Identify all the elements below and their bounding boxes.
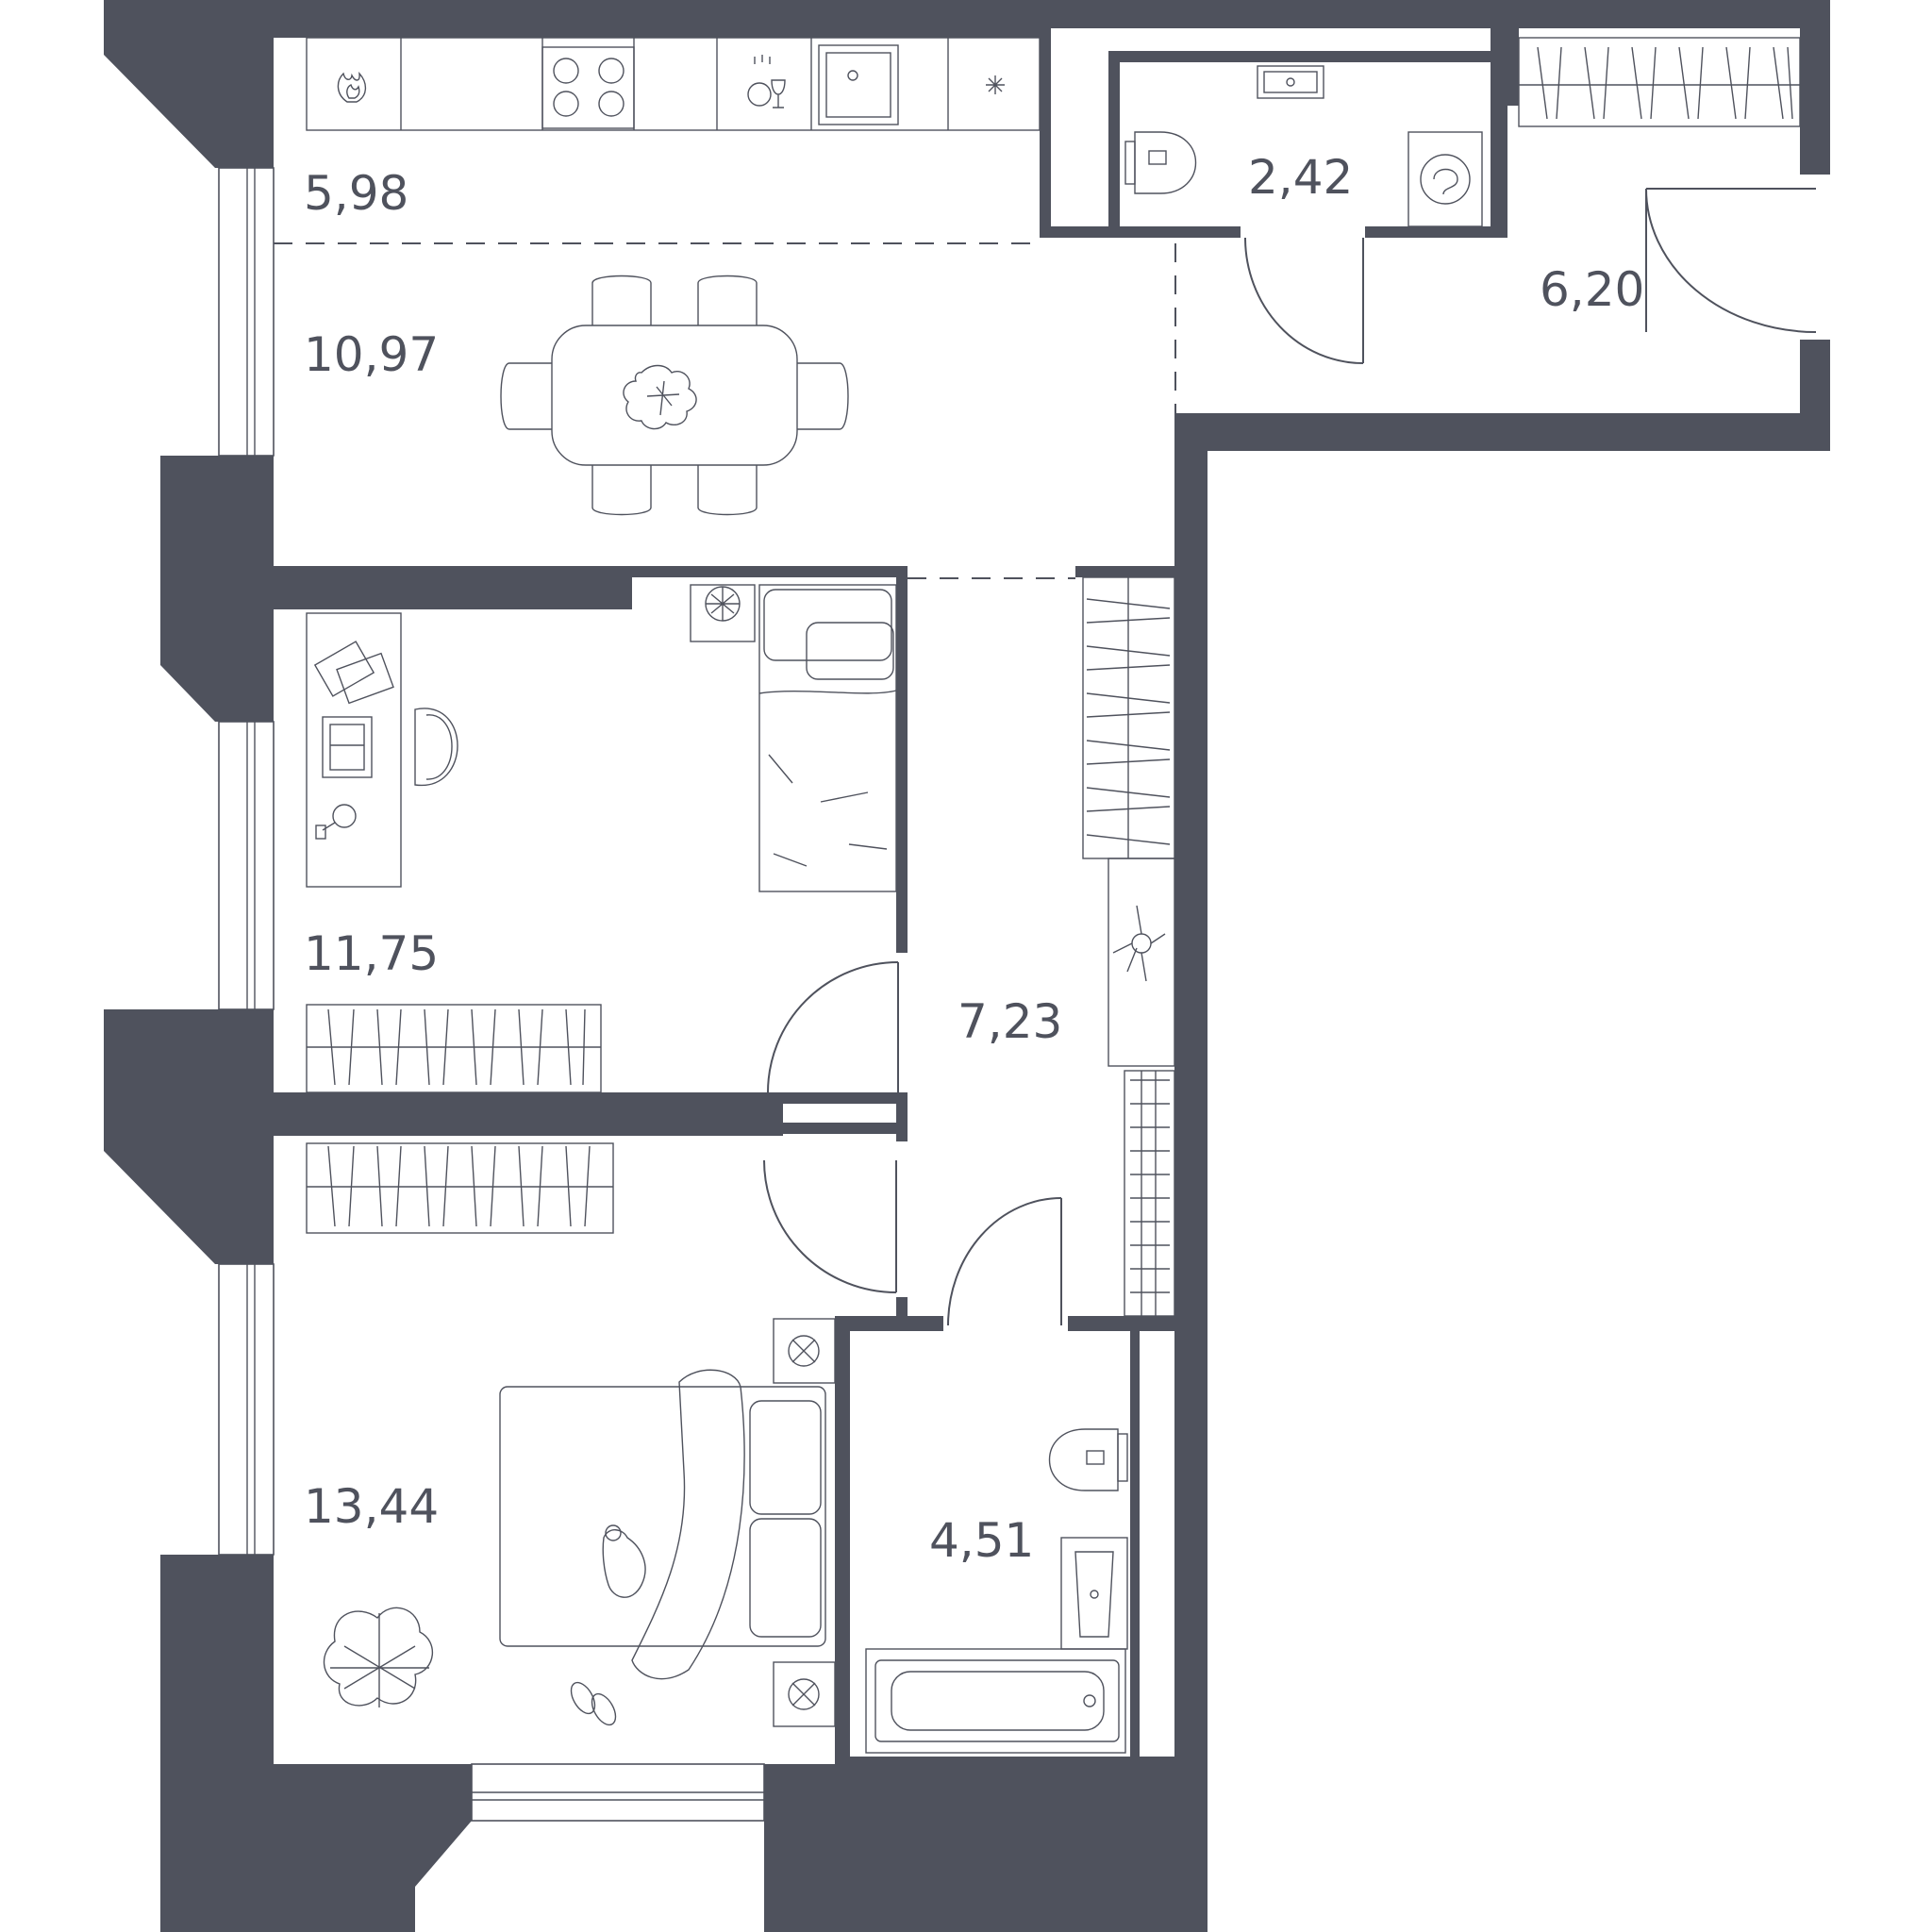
wall-wc-rstub bbox=[1491, 28, 1519, 106]
wc-sink-icon bbox=[1257, 65, 1324, 99]
wall-partition-bed1 bbox=[896, 566, 908, 953]
wall-ledge bbox=[1174, 340, 1830, 451]
wall-wc-left bbox=[1040, 28, 1051, 238]
door-bed1[interactable] bbox=[767, 961, 899, 1093]
wall-bath-top-l bbox=[835, 1316, 943, 1331]
door-bed2[interactable] bbox=[763, 1159, 897, 1293]
wall-stub-2 bbox=[896, 1104, 908, 1141]
corridor-plant-shelf bbox=[1108, 858, 1175, 1067]
study-desk bbox=[306, 612, 458, 888]
door-wc[interactable] bbox=[1244, 237, 1364, 364]
window-bottom bbox=[471, 1763, 765, 1822]
wall-wc-bottom-r bbox=[1365, 226, 1507, 238]
sink-icon bbox=[818, 44, 899, 125]
wardrobe-bed2 bbox=[306, 1142, 614, 1234]
dishwasher-icon bbox=[747, 55, 786, 108]
wall-pier-2 bbox=[104, 1009, 274, 1264]
room-area-wc: 2,42 bbox=[1248, 150, 1353, 205]
wall-top-left bbox=[104, 0, 1830, 175]
wall-divider-2b bbox=[779, 1092, 908, 1104]
dining-table bbox=[500, 275, 849, 516]
floor-plant-icon bbox=[323, 1607, 434, 1707]
room-area-bathroom: 4,51 bbox=[929, 1513, 1034, 1568]
walls bbox=[104, 0, 1830, 1932]
door-entrance[interactable] bbox=[1645, 188, 1817, 333]
room-area-corridor: 7,23 bbox=[958, 994, 1062, 1049]
wall-wc-left2 bbox=[1040, 226, 1117, 238]
nightstand-3 bbox=[773, 1661, 836, 1727]
window-bed1 bbox=[218, 721, 275, 1010]
wc-fixtures bbox=[1124, 65, 1483, 227]
nightstand-1 bbox=[690, 584, 756, 642]
wall-pier-1 bbox=[160, 456, 274, 569]
cooktop-icon bbox=[541, 46, 635, 129]
toilet-icon bbox=[1124, 131, 1196, 194]
doors bbox=[763, 188, 1817, 1326]
wall-wc-top bbox=[1108, 51, 1491, 62]
bath-sink-icon bbox=[1060, 1537, 1128, 1650]
wall-bath-top-r bbox=[1068, 1316, 1174, 1331]
gas-stove-icon bbox=[337, 71, 367, 103]
single-bed bbox=[758, 584, 897, 892]
wall-pier-1-bevel bbox=[160, 569, 274, 722]
bathtub-icon bbox=[865, 1648, 1126, 1754]
room-area-dining: 10,97 bbox=[304, 327, 439, 382]
fridge-icon bbox=[986, 75, 1005, 94]
wall-bath-bottom bbox=[835, 1757, 1174, 1766]
wall-pier-3 bbox=[160, 1555, 472, 1932]
bath-toilet-icon bbox=[1049, 1428, 1128, 1491]
wall-bath-left bbox=[835, 1316, 850, 1764]
windows bbox=[218, 167, 765, 1822]
wall-wc-left-inner bbox=[1108, 51, 1120, 238]
wardrobe-bed1 bbox=[306, 1004, 602, 1093]
dining-chairs bbox=[500, 275, 849, 516]
window-kitchen bbox=[218, 167, 275, 457]
lamp-icon bbox=[315, 804, 357, 840]
washer-icon bbox=[1407, 131, 1483, 227]
bathroom-fixtures bbox=[865, 1428, 1128, 1754]
wall-bath-right bbox=[1130, 1316, 1140, 1764]
slippers-icon bbox=[570, 1681, 617, 1726]
wall-divider-2 bbox=[274, 1092, 783, 1136]
area-labels: 5,98 10,97 2,42 6,20 11,75 7,23 13,44 4,… bbox=[304, 150, 1644, 1568]
wall-right-outer bbox=[1174, 415, 1208, 1932]
double-bed bbox=[499, 1369, 826, 1680]
room-area-hall: 6,20 bbox=[1540, 262, 1644, 317]
books-icon bbox=[313, 641, 394, 705]
door-bath[interactable] bbox=[947, 1197, 1062, 1326]
corridor-wardrobe-top bbox=[1082, 576, 1175, 859]
wall-partition-ward bbox=[1075, 566, 1174, 577]
corridor-shoe-rack bbox=[1124, 1070, 1175, 1317]
wall-bottom bbox=[764, 1764, 1208, 1932]
nightstand-2 bbox=[773, 1318, 836, 1384]
hall-wardrobe bbox=[1518, 37, 1801, 127]
window-bed2 bbox=[218, 1263, 275, 1556]
wall-divider-1 bbox=[274, 566, 632, 609]
hall-plant-icon bbox=[1112, 905, 1166, 982]
cat-icon bbox=[602, 1524, 646, 1598]
room-area-study: 11,75 bbox=[304, 926, 439, 981]
laptop-icon bbox=[322, 716, 373, 778]
wall-divider-2c bbox=[779, 1123, 908, 1134]
room-area-bedroom: 13,44 bbox=[304, 1479, 439, 1534]
wall-divider-1b bbox=[632, 566, 908, 577]
kitchen-counter bbox=[306, 37, 1041, 131]
wall-wc-bottom-l bbox=[1108, 226, 1241, 238]
office-chair-icon bbox=[414, 708, 458, 786]
room-area-kitchen: 5,98 bbox=[304, 166, 408, 221]
plant-icon bbox=[623, 364, 697, 430]
